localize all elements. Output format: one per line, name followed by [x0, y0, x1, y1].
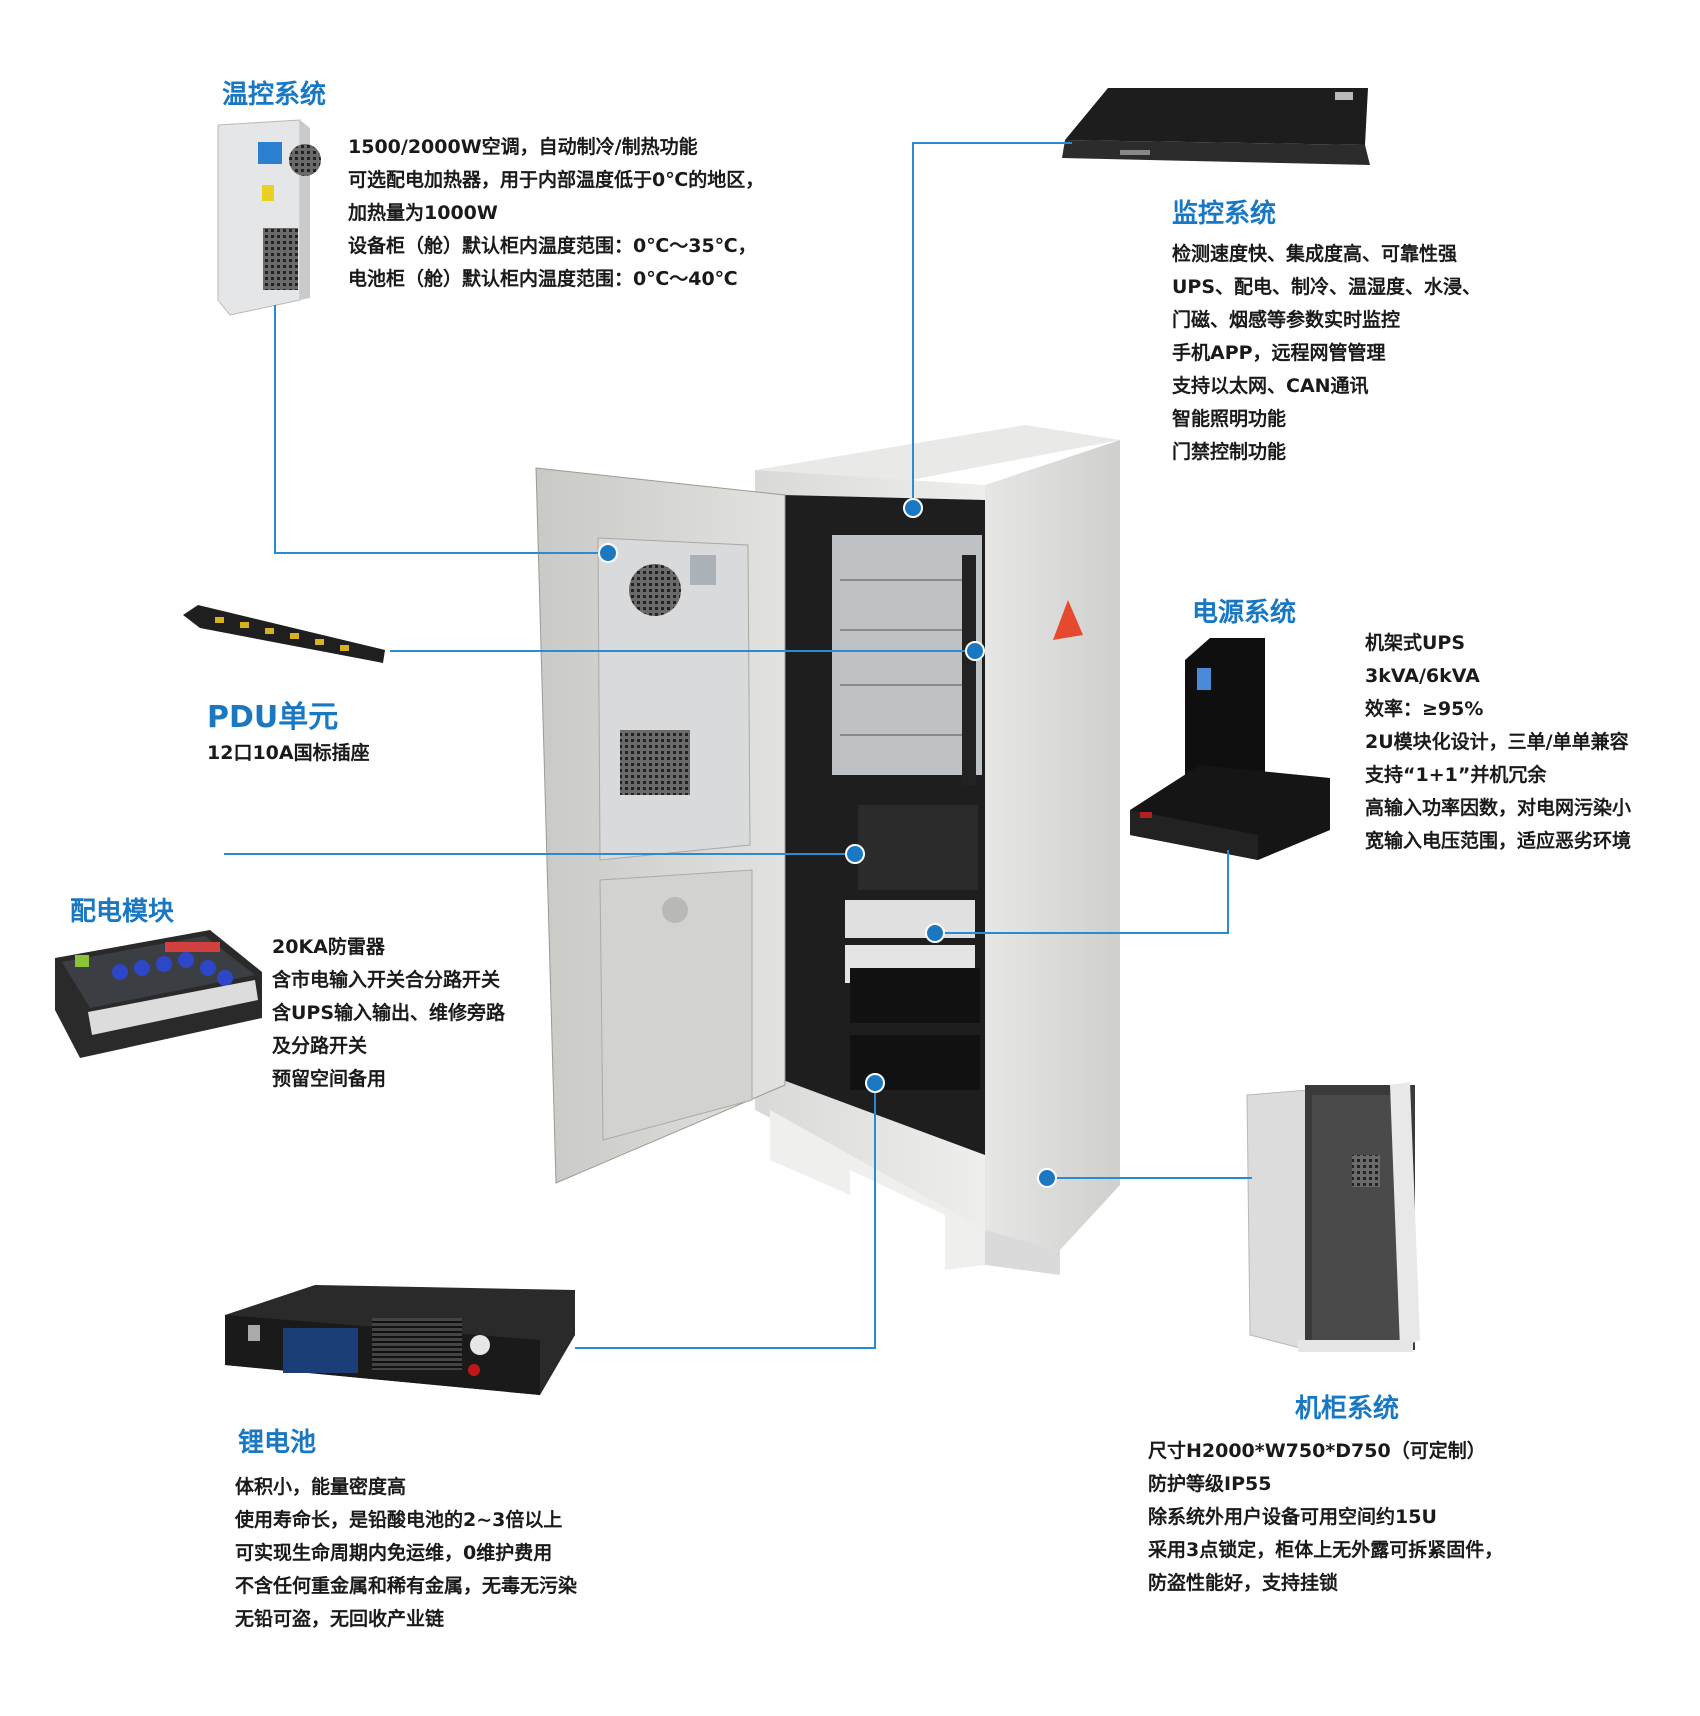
monitoring-title: 监控系统	[1172, 199, 1277, 229]
temp-control-title: 温控系统	[222, 80, 327, 110]
cabinet-title: 机柜系统	[1295, 1394, 1400, 1424]
lithium-battery-image	[225, 1285, 575, 1395]
pdu-lines: 12口10A国标插座	[207, 737, 370, 770]
pdu-line: 12口10A国标插座	[207, 742, 370, 764]
cabinet-image	[1246, 1082, 1420, 1352]
power-line: 2U模块化设计，三单/单单兼容	[1365, 731, 1629, 753]
monitoring-line: 智能照明功能	[1172, 408, 1287, 430]
distribution-line: 含UPS输入输出、维修旁路	[272, 1002, 506, 1024]
monitoring-line: 手机APP，远程网管管理	[1172, 342, 1386, 364]
monitoring-line: UPS、配电、制冷、温湿度、水浸、	[1172, 276, 1482, 298]
monitoring-line: 支持以太网、CAN通讯	[1172, 375, 1369, 397]
power-line: 支持“1+1”并机冗余	[1365, 764, 1547, 786]
temp-control-line: 1500/2000W空调，自动制冷/制热功能	[348, 136, 698, 158]
temp-control-line: 可选配电加热器，用于内部温度低于0℃的地区，	[348, 169, 765, 191]
battery-lines: 体积小，能量密度高 使用寿命长，是铅酸电池的2~3倍以上 可实现生命周期内免运维…	[235, 1471, 577, 1636]
ups-image	[1130, 638, 1330, 860]
cabinet-line: 防护等级IP55	[1148, 1473, 1272, 1495]
monitoring-lines: 检测速度快、集成度高、可靠性强 UPS、配电、制冷、温湿度、水浸、 门磁、烟感等…	[1172, 238, 1481, 469]
distribution-line: 预留空间备用	[272, 1068, 387, 1090]
temp-control-line: 电池柜（舱）默认柜内温度范围：0℃～40℃	[348, 268, 738, 290]
distribution-lines: 20KA防雷器 含市电输入开关合分路开关 含UPS输入输出、维修旁路 及分路开关…	[272, 931, 505, 1096]
monitoring-line: 检测速度快、集成度高、可靠性强	[1172, 243, 1458, 265]
connector-lines	[224, 142, 1252, 1349]
distribution-line: 20KA防雷器	[272, 936, 385, 958]
monitor-unit-image	[1062, 88, 1370, 165]
cabinet-line: 防盗性能好，支持挂锁	[1148, 1572, 1339, 1594]
cabinet-line: 采用3点锁定，柜体上无外露可拆紧固件，	[1148, 1539, 1504, 1561]
cabinet-line: 除系统外用户设备可用空间约15U	[1148, 1506, 1437, 1528]
power-line: 宽输入电压范围，适应恶劣环境	[1365, 830, 1632, 852]
battery-line: 不含任何重金属和稀有金属，无毒无污染	[235, 1575, 578, 1597]
monitoring-line: 门磁、烟感等参数实时监控	[1172, 309, 1401, 331]
temp-control-line: 设备柜（舱）默认柜内温度范围：0℃～35℃，	[348, 235, 757, 257]
power-line: 3kVA/6kVA	[1365, 665, 1480, 687]
battery-line: 可实现生命周期内免运维，0维护费用	[235, 1542, 553, 1564]
power-line: 高输入功率因数，对电网污染小	[1365, 797, 1632, 819]
distribution-title: 配电模块	[70, 897, 175, 927]
temp-control-line: 加热量为1000W	[348, 202, 498, 224]
battery-title: 锂电池	[238, 1428, 317, 1458]
pdu-strip-image	[183, 605, 385, 663]
power-lines: 机架式UPS 3kVA/6kVA 效率：≥95% 2U模块化设计，三单/单单兼容…	[1365, 627, 1631, 858]
battery-line: 无铅可盗，无回收产业链	[235, 1608, 445, 1630]
air-conditioner-image	[217, 119, 321, 316]
pdu-title: PDU单元	[207, 700, 339, 735]
cabinet-line: 尺寸H2000*W750*D750（可定制）	[1148, 1440, 1486, 1462]
battery-line: 体积小，能量密度高	[235, 1476, 407, 1498]
power-line: 效率：≥95%	[1365, 698, 1484, 720]
temp-control-lines: 1500/2000W空调，自动制冷/制热功能 可选配电加热器，用于内部温度低于0…	[348, 131, 764, 296]
main-cabinet-image	[535, 425, 1120, 1275]
distribution-line: 及分路开关	[272, 1035, 368, 1057]
distribution-module-image	[55, 930, 262, 1058]
distribution-line: 含市电输入开关合分路开关	[272, 969, 501, 991]
connector-dots	[598, 498, 1057, 1188]
warning-sign-icon	[1053, 600, 1083, 640]
power-line: 机架式UPS	[1365, 632, 1466, 654]
monitoring-line: 门禁控制功能	[1172, 441, 1287, 463]
cabinet-lines: 尺寸H2000*W750*D750（可定制） 防护等级IP55 除系统外用户设备…	[1148, 1435, 1503, 1600]
power-title: 电源系统	[1192, 598, 1297, 628]
battery-line: 使用寿命长，是铅酸电池的2~3倍以上	[235, 1509, 563, 1531]
